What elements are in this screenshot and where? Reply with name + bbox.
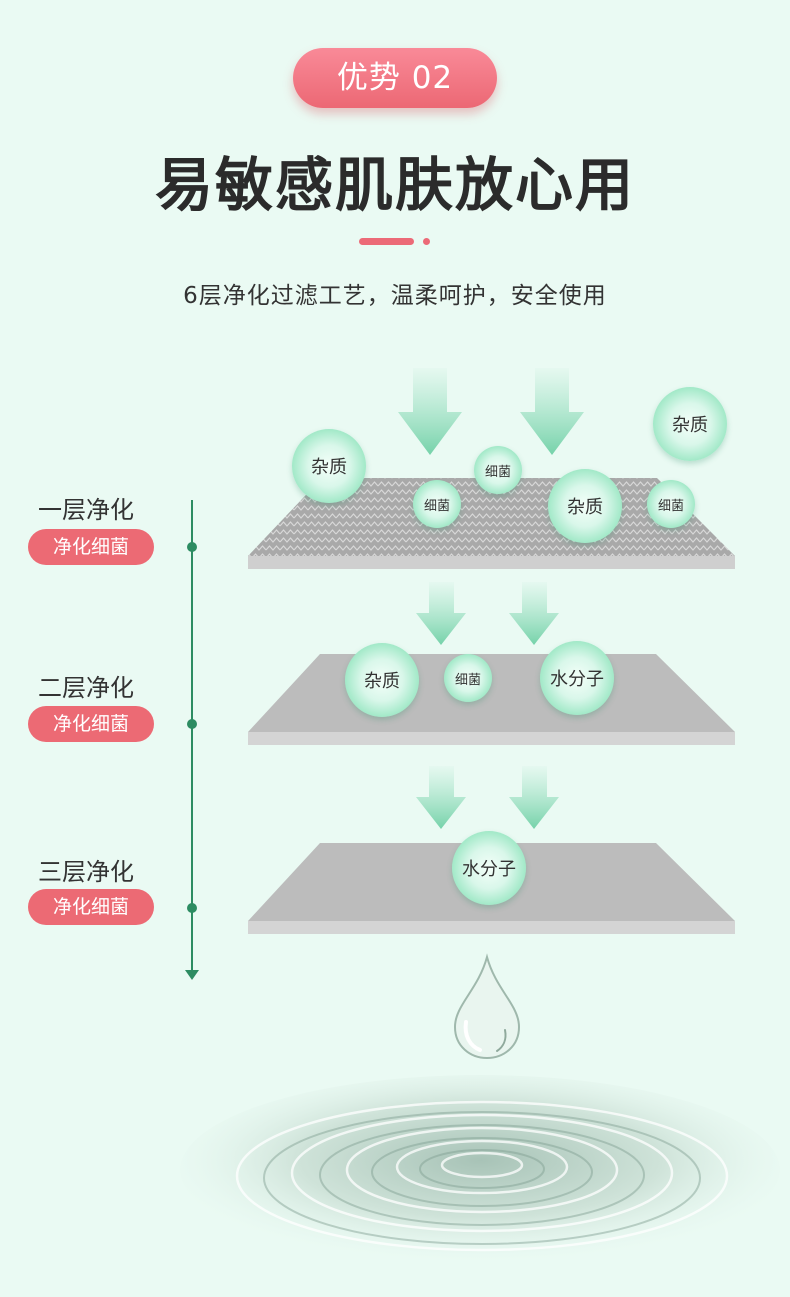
particle-bacteria: 细菌 <box>444 654 492 702</box>
layer-3-plate-edge <box>248 921 735 934</box>
layer-1-plate-edge <box>248 556 735 569</box>
particle-impurity: 杂质 <box>548 469 622 543</box>
particle-impurity: 杂质 <box>345 643 419 717</box>
flow-arrow-down-icon <box>416 582 466 645</box>
title-divider-dot <box>423 238 430 245</box>
layer-2-plate-edge <box>248 732 735 745</box>
layer-1-tag: 净化细菌 <box>28 529 154 565</box>
layer-3-title: 三层净化 <box>38 858 134 886</box>
layer-2-tag: 净化细菌 <box>28 706 154 742</box>
flow-arrow-down-icon <box>509 582 559 645</box>
layer-2-title: 二层净化 <box>38 674 134 702</box>
particle-impurity: 杂质 <box>653 387 727 461</box>
layer-1-title: 一层净化 <box>38 496 134 524</box>
flow-arrow-down-icon <box>416 766 466 829</box>
particle-impurity: 杂质 <box>292 429 366 503</box>
flow-arrow-down-icon <box>509 766 559 829</box>
advantage-badge: 优势 02 <box>293 48 497 108</box>
timeline-arrow-down-icon <box>185 970 199 980</box>
page-subtitle: 6层净化过滤工艺，温柔呵护，安全使用 <box>183 283 607 309</box>
timeline-dot-1 <box>187 542 197 552</box>
timeline-line <box>191 500 193 972</box>
layer-2-plate-top <box>248 654 735 732</box>
particle-bacteria: 细菌 <box>413 480 461 528</box>
flow-arrow-down-icon <box>398 368 462 455</box>
water-ripple-icon <box>180 1075 780 1265</box>
particle-bacteria: 细菌 <box>647 480 695 528</box>
particle-bacteria: 细菌 <box>474 446 522 494</box>
particle-water-molecule: 水分子 <box>540 641 614 715</box>
particle-water-molecule: 水分子 <box>452 831 526 905</box>
page-title: 易敏感肌肤放心用 <box>154 151 635 219</box>
water-drop-icon <box>453 953 521 1060</box>
timeline-dot-3 <box>187 903 197 913</box>
flow-arrow-down-icon <box>520 368 584 455</box>
timeline-dot-2 <box>187 719 197 729</box>
layer-3-tag: 净化细菌 <box>28 889 154 925</box>
title-divider-bar <box>359 238 414 245</box>
